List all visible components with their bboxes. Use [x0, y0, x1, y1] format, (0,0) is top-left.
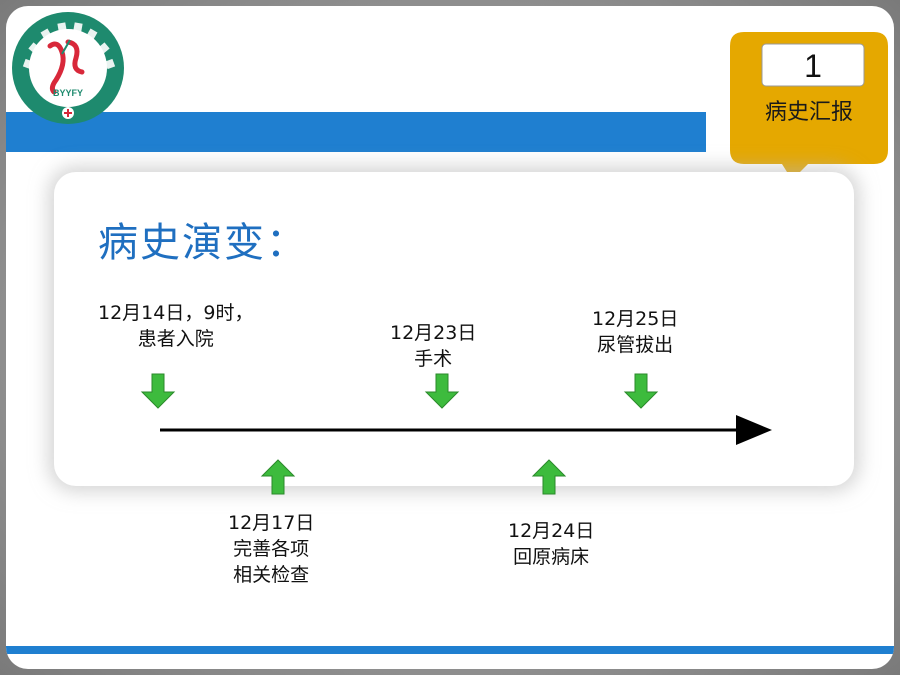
badge-number: 1 [804, 47, 822, 84]
slide: BYYFY 1 病史汇报 病史演变： [6, 6, 894, 669]
hospital-logo: BYYFY [10, 10, 126, 126]
content-panel [54, 172, 854, 486]
arrow-up-icon [260, 459, 296, 495]
footer-blue-bar [6, 646, 894, 654]
event-desc: 尿管拔出 [597, 334, 674, 356]
event-date: 12月25日 [592, 308, 679, 330]
badge-label: 病史汇报 [764, 100, 853, 125]
section-title: 病史演变： [98, 220, 308, 266]
event-date: 12月14日，9时， [98, 302, 254, 324]
logo-text: BYYFY [53, 88, 83, 98]
arrow-down-icon [623, 373, 659, 409]
event-date: 12月23日 [390, 322, 477, 344]
event-catheter-removal: 12月25日 尿管拔出 [592, 306, 678, 358]
event-desc: 回原病床 [513, 546, 590, 568]
section-badge: 1 病史汇报 [730, 32, 888, 180]
event-return-ward: 12月24日 回原病床 [508, 518, 594, 570]
event-desc: 手术 [414, 348, 453, 370]
event-desc: 相关检查 [233, 564, 310, 586]
event-date: 12月17日 [228, 512, 315, 534]
event-admission: 12月14日，9时， 患者入院 [98, 300, 253, 352]
event-desc: 患者入院 [137, 328, 214, 350]
timeline [140, 373, 772, 495]
event-examinations: 12月17日 完善各项 相关检查 [228, 510, 314, 588]
arrow-up-icon [531, 459, 567, 495]
event-date: 12月24日 [508, 520, 595, 542]
event-surgery: 12月23日 手术 [390, 320, 476, 372]
header-blue-bar [6, 112, 706, 152]
arrow-down-icon [140, 373, 176, 409]
event-desc: 完善各项 [233, 538, 310, 560]
arrow-down-icon [424, 373, 460, 409]
